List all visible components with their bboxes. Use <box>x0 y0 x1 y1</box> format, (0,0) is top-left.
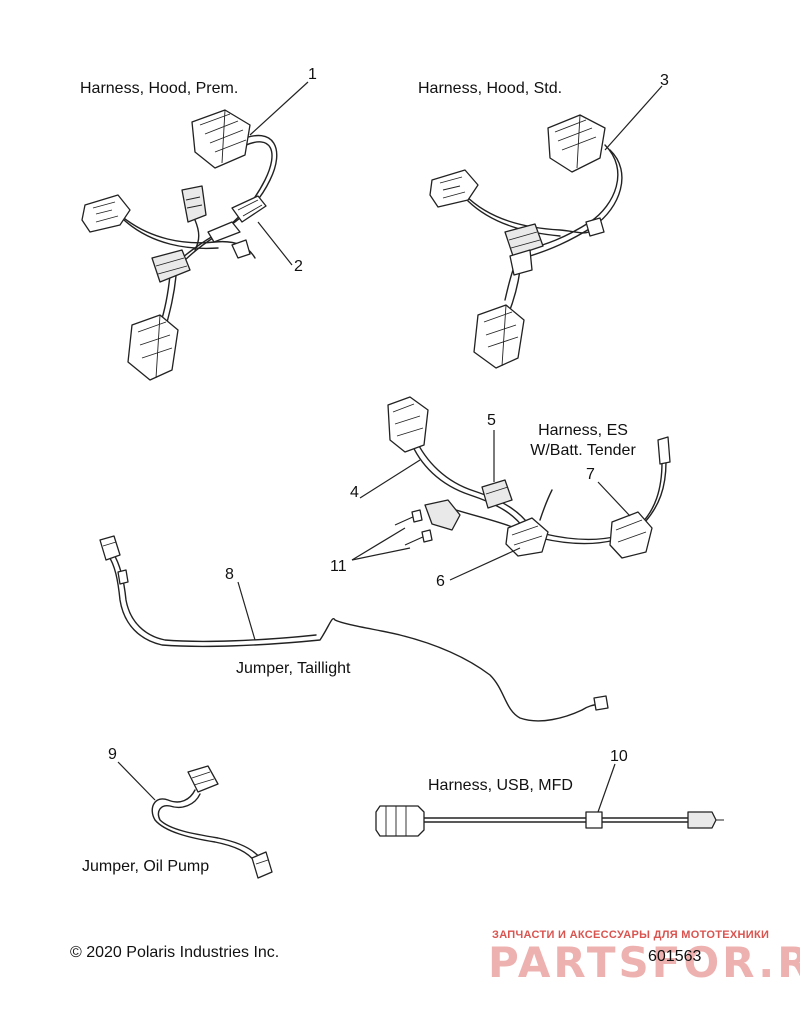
callout-10: 10 <box>610 748 628 765</box>
leader-lines <box>117 81 663 813</box>
harness-usb-drawing <box>375 805 724 837</box>
harness-es-drawing <box>387 396 671 559</box>
jumper-oil-pump-drawing <box>151 765 273 879</box>
figure-number: 601563 <box>648 948 702 965</box>
callout-8: 8 <box>225 566 234 583</box>
callout-4: 4 <box>350 484 359 501</box>
jumper-taillight-drawing <box>99 535 609 722</box>
callout-5: 5 <box>487 412 496 429</box>
callout-2: 2 <box>294 258 303 275</box>
callout-11: 11 <box>330 558 347 575</box>
callout-1: 1 <box>308 66 317 83</box>
watermark-tagline: ЗАПЧАСТИ И АКСЕССУАРЫ ДЛЯ МОТОТЕХНИКИ <box>492 929 770 941</box>
callout-9: 9 <box>108 746 117 763</box>
label-harness-es: Harness, ES <box>538 422 628 439</box>
label-jumper-oil-pump: Jumper, Oil Pump <box>82 858 210 875</box>
label-harness-es-tender: W/Batt. Tender <box>530 442 636 459</box>
callout-6: 6 <box>436 573 445 590</box>
label-harness-usb: Harness, USB, MFD <box>428 777 573 794</box>
harness-hood-prem-drawing <box>81 109 278 381</box>
copyright-text: © 2020 Polaris Industries Inc. <box>70 944 280 961</box>
label-harness-hood-std: Harness, Hood, Std. <box>418 80 563 97</box>
callout-7: 7 <box>586 466 595 483</box>
watermark-logo: PARTSFOR.RU <box>488 938 800 987</box>
label-harness-hood-prem: Harness, Hood, Prem. <box>80 80 239 97</box>
label-jumper-taillight: Jumper, Taillight <box>236 660 351 677</box>
harness-hood-std-drawing <box>429 114 623 369</box>
callout-3: 3 <box>660 72 669 89</box>
